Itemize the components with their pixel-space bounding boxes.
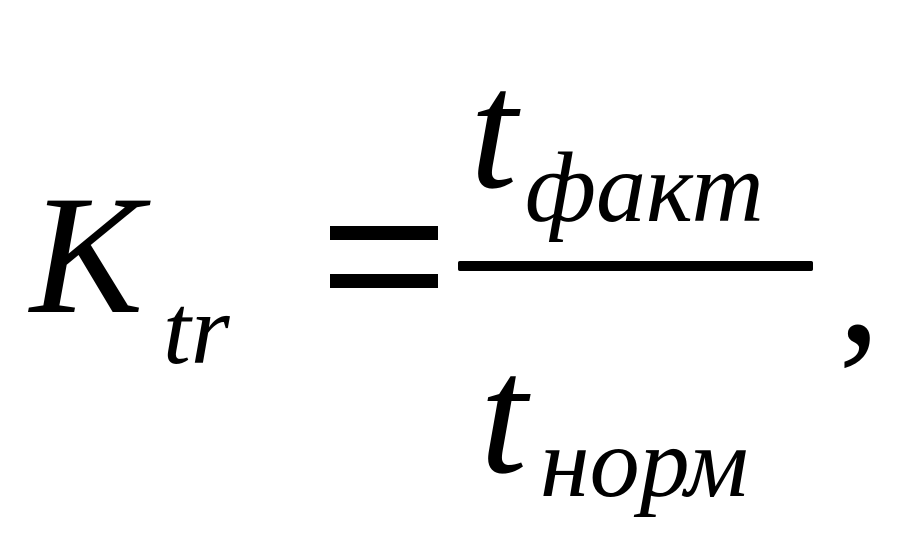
- trailing-comma: ,: [838, 191, 881, 379]
- numerator-symbol: t: [470, 36, 518, 224]
- denominator-symbol: t: [480, 321, 528, 509]
- equals-sign: [330, 226, 438, 288]
- equals-bar-top: [330, 226, 438, 240]
- lhs-symbol: K: [30, 161, 144, 349]
- denominator-subscript: норм: [540, 407, 749, 518]
- numerator-subscript: факт: [525, 132, 764, 243]
- equals-bar-bottom: [330, 274, 438, 288]
- lhs-subscript: tr: [163, 274, 230, 385]
- fraction-bar: [458, 261, 813, 271]
